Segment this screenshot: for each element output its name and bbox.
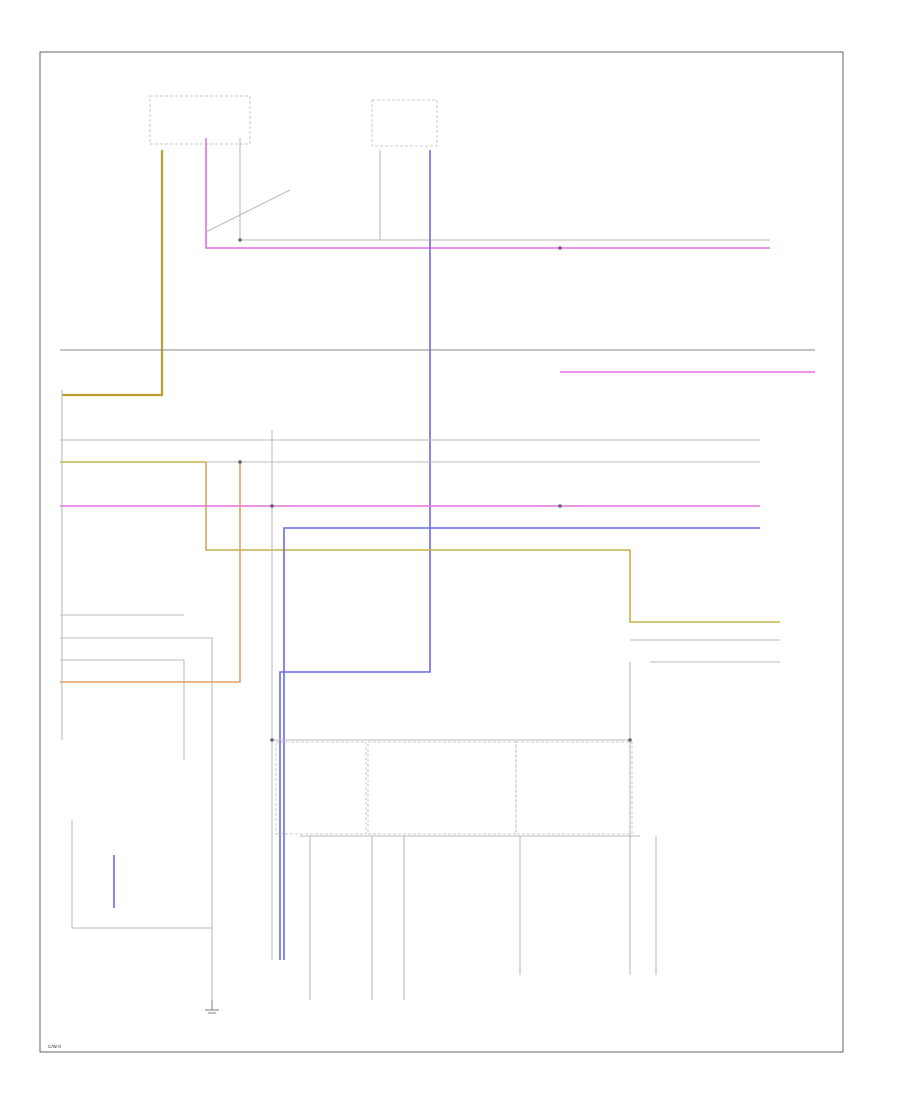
splice-leader [205,189,291,233]
module-box-lower-1 [275,741,367,835]
splice-dot [558,246,562,250]
wire-bus-5 [60,637,213,1000]
wire-yellow-fuse-feed [62,150,164,397]
module-box-lower-3 [515,741,633,835]
ground-symbol [205,1000,219,1014]
wire-bus-6 [60,659,185,760]
wire-bus-yellow [60,461,780,623]
wire-bus-orange [60,462,241,683]
wire-bus-blue [283,527,760,960]
splice-dot [270,738,274,742]
splice-dot [238,238,242,242]
splice-dot [558,504,562,508]
diagram-frame [39,51,844,1053]
splice-dot [238,460,242,464]
module-box-lower-2 [367,741,517,835]
module-box-outline [371,99,438,147]
splice-dot [628,738,632,742]
wire-pink-fuse-1 [205,138,770,249]
footer-code: C/W 0 [48,1044,61,1049]
splice-dot [270,504,274,508]
wire-blue-module [279,150,431,960]
fuse-box-outline [149,95,251,145]
wire-gray-fuse-2 [239,138,770,241]
